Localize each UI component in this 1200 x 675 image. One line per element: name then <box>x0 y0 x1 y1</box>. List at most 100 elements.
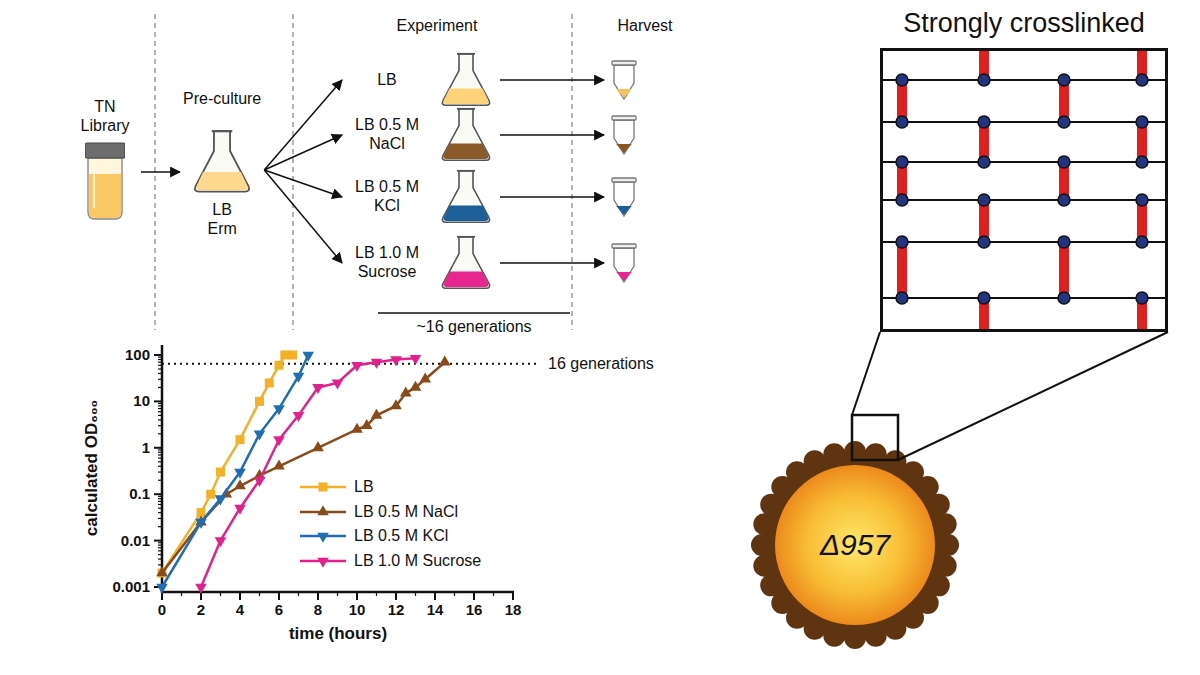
y-minor-tick <box>158 433 162 434</box>
y-tick-label: 0.01 <box>121 532 150 549</box>
flask-rim <box>457 108 475 110</box>
y-tick <box>154 354 162 356</box>
legend-marker <box>317 505 329 515</box>
data-marker <box>293 373 305 383</box>
data-marker <box>234 479 246 489</box>
y-minor-tick <box>158 457 162 458</box>
x-minor-tick <box>493 592 494 596</box>
flask-rim <box>212 130 233 132</box>
node-label: Pre-culture <box>183 90 261 109</box>
y-tick <box>154 540 162 542</box>
zoom-leader <box>852 332 880 415</box>
node-label: LB Erm <box>201 201 243 239</box>
peptide-dot <box>896 156 908 168</box>
legend-sample <box>298 502 348 522</box>
cell-wall-bump <box>753 555 775 577</box>
y-minor-tick <box>158 544 162 545</box>
data-marker <box>254 430 266 440</box>
label-anchor: Harvest <box>617 17 672 35</box>
zoom-box: Strongly crosslinked <box>880 6 1168 332</box>
peptide-dot <box>978 156 990 168</box>
y-minor-tick <box>158 408 162 409</box>
y-tick <box>154 493 162 495</box>
x-tick-label: 10 <box>349 601 366 618</box>
data-marker <box>390 356 402 366</box>
tube-pellet <box>616 206 632 215</box>
section-divider <box>571 14 573 330</box>
harvest-arrow <box>500 79 604 81</box>
label-anchor: 1 <box>142 439 150 456</box>
node-label: LB 0.5 M NaCl <box>345 116 429 154</box>
data-marker <box>293 412 305 422</box>
data-marker <box>236 435 245 444</box>
data-marker <box>410 381 422 391</box>
cell-wall-bump <box>865 625 887 647</box>
flask-medium <box>196 172 248 190</box>
peptide-dot <box>978 236 990 248</box>
y-minor-tick <box>158 379 162 380</box>
library-vial: TN Library <box>72 98 138 220</box>
peptide-dot <box>1058 74 1070 86</box>
y-minor-tick <box>158 405 162 406</box>
culture-flask: Pre-culture LB Erm <box>183 90 261 239</box>
data-marker <box>234 469 246 479</box>
peptide-dot <box>1136 74 1148 86</box>
node-label: TN Library <box>72 98 138 136</box>
y-minor-tick <box>158 501 162 502</box>
y-tick-label: 10 <box>133 393 150 410</box>
harvest-arrow <box>500 262 604 264</box>
peptide-dot <box>1058 194 1070 206</box>
flask-glass <box>442 109 489 160</box>
zoom-region <box>852 415 898 460</box>
y-minor-tick <box>158 415 162 416</box>
vial-cap <box>85 143 125 158</box>
data-marker <box>361 419 373 429</box>
legend-label: LB <box>354 478 374 496</box>
y-tick-label: 100 <box>125 346 150 363</box>
x-tick-label: 8 <box>314 601 322 618</box>
peptide-dot <box>1136 292 1148 304</box>
y-minor-tick <box>158 518 162 519</box>
x-minor-tick <box>415 592 416 596</box>
flask-medium <box>444 88 489 103</box>
label-anchor: 0.1 <box>129 486 150 503</box>
label-anchor: calculated OD₆₀₀ <box>82 400 102 536</box>
data-marker <box>156 584 168 594</box>
x-tick <box>239 592 241 600</box>
x-tick <box>356 592 358 600</box>
generation-threshold <box>162 363 540 365</box>
growth-series <box>158 351 298 578</box>
harvest-tube <box>612 61 636 99</box>
data-marker <box>419 373 431 383</box>
data-marker <box>255 397 264 406</box>
x-tick-label: 12 <box>388 601 405 618</box>
y-minor-tick <box>158 550 162 551</box>
glycan-strand <box>880 161 1168 163</box>
y-minor-tick <box>158 512 162 513</box>
cell-wall-bump <box>753 513 775 535</box>
tube-body <box>614 182 634 216</box>
crosslink-bar <box>897 242 907 298</box>
y-minor-tick <box>158 496 162 497</box>
x-tick <box>473 592 475 600</box>
peptide-dot <box>978 194 990 206</box>
y-minor-tick <box>158 558 162 559</box>
label-anchor: 6 <box>275 601 283 618</box>
data-marker <box>216 468 225 477</box>
data-marker <box>371 409 383 419</box>
x-tick <box>434 592 436 600</box>
legend-label: LB 0.5 M KCl <box>354 527 448 545</box>
flask-medium <box>444 143 489 158</box>
y-tick-label: 1 <box>142 439 150 456</box>
data-marker <box>351 423 363 433</box>
condition-flask: LB 0.5 M KCl <box>345 169 493 225</box>
legend-marker <box>317 533 329 543</box>
section-heading: Harvest <box>617 17 672 35</box>
zoom-frame <box>880 48 1168 332</box>
y-minor-tick <box>158 498 162 499</box>
node-label: LB 1.0 M Sucrose <box>345 244 429 282</box>
y-minor-tick <box>158 359 162 360</box>
axis-title: time (hours) <box>289 624 387 644</box>
legend-sample <box>298 477 348 497</box>
